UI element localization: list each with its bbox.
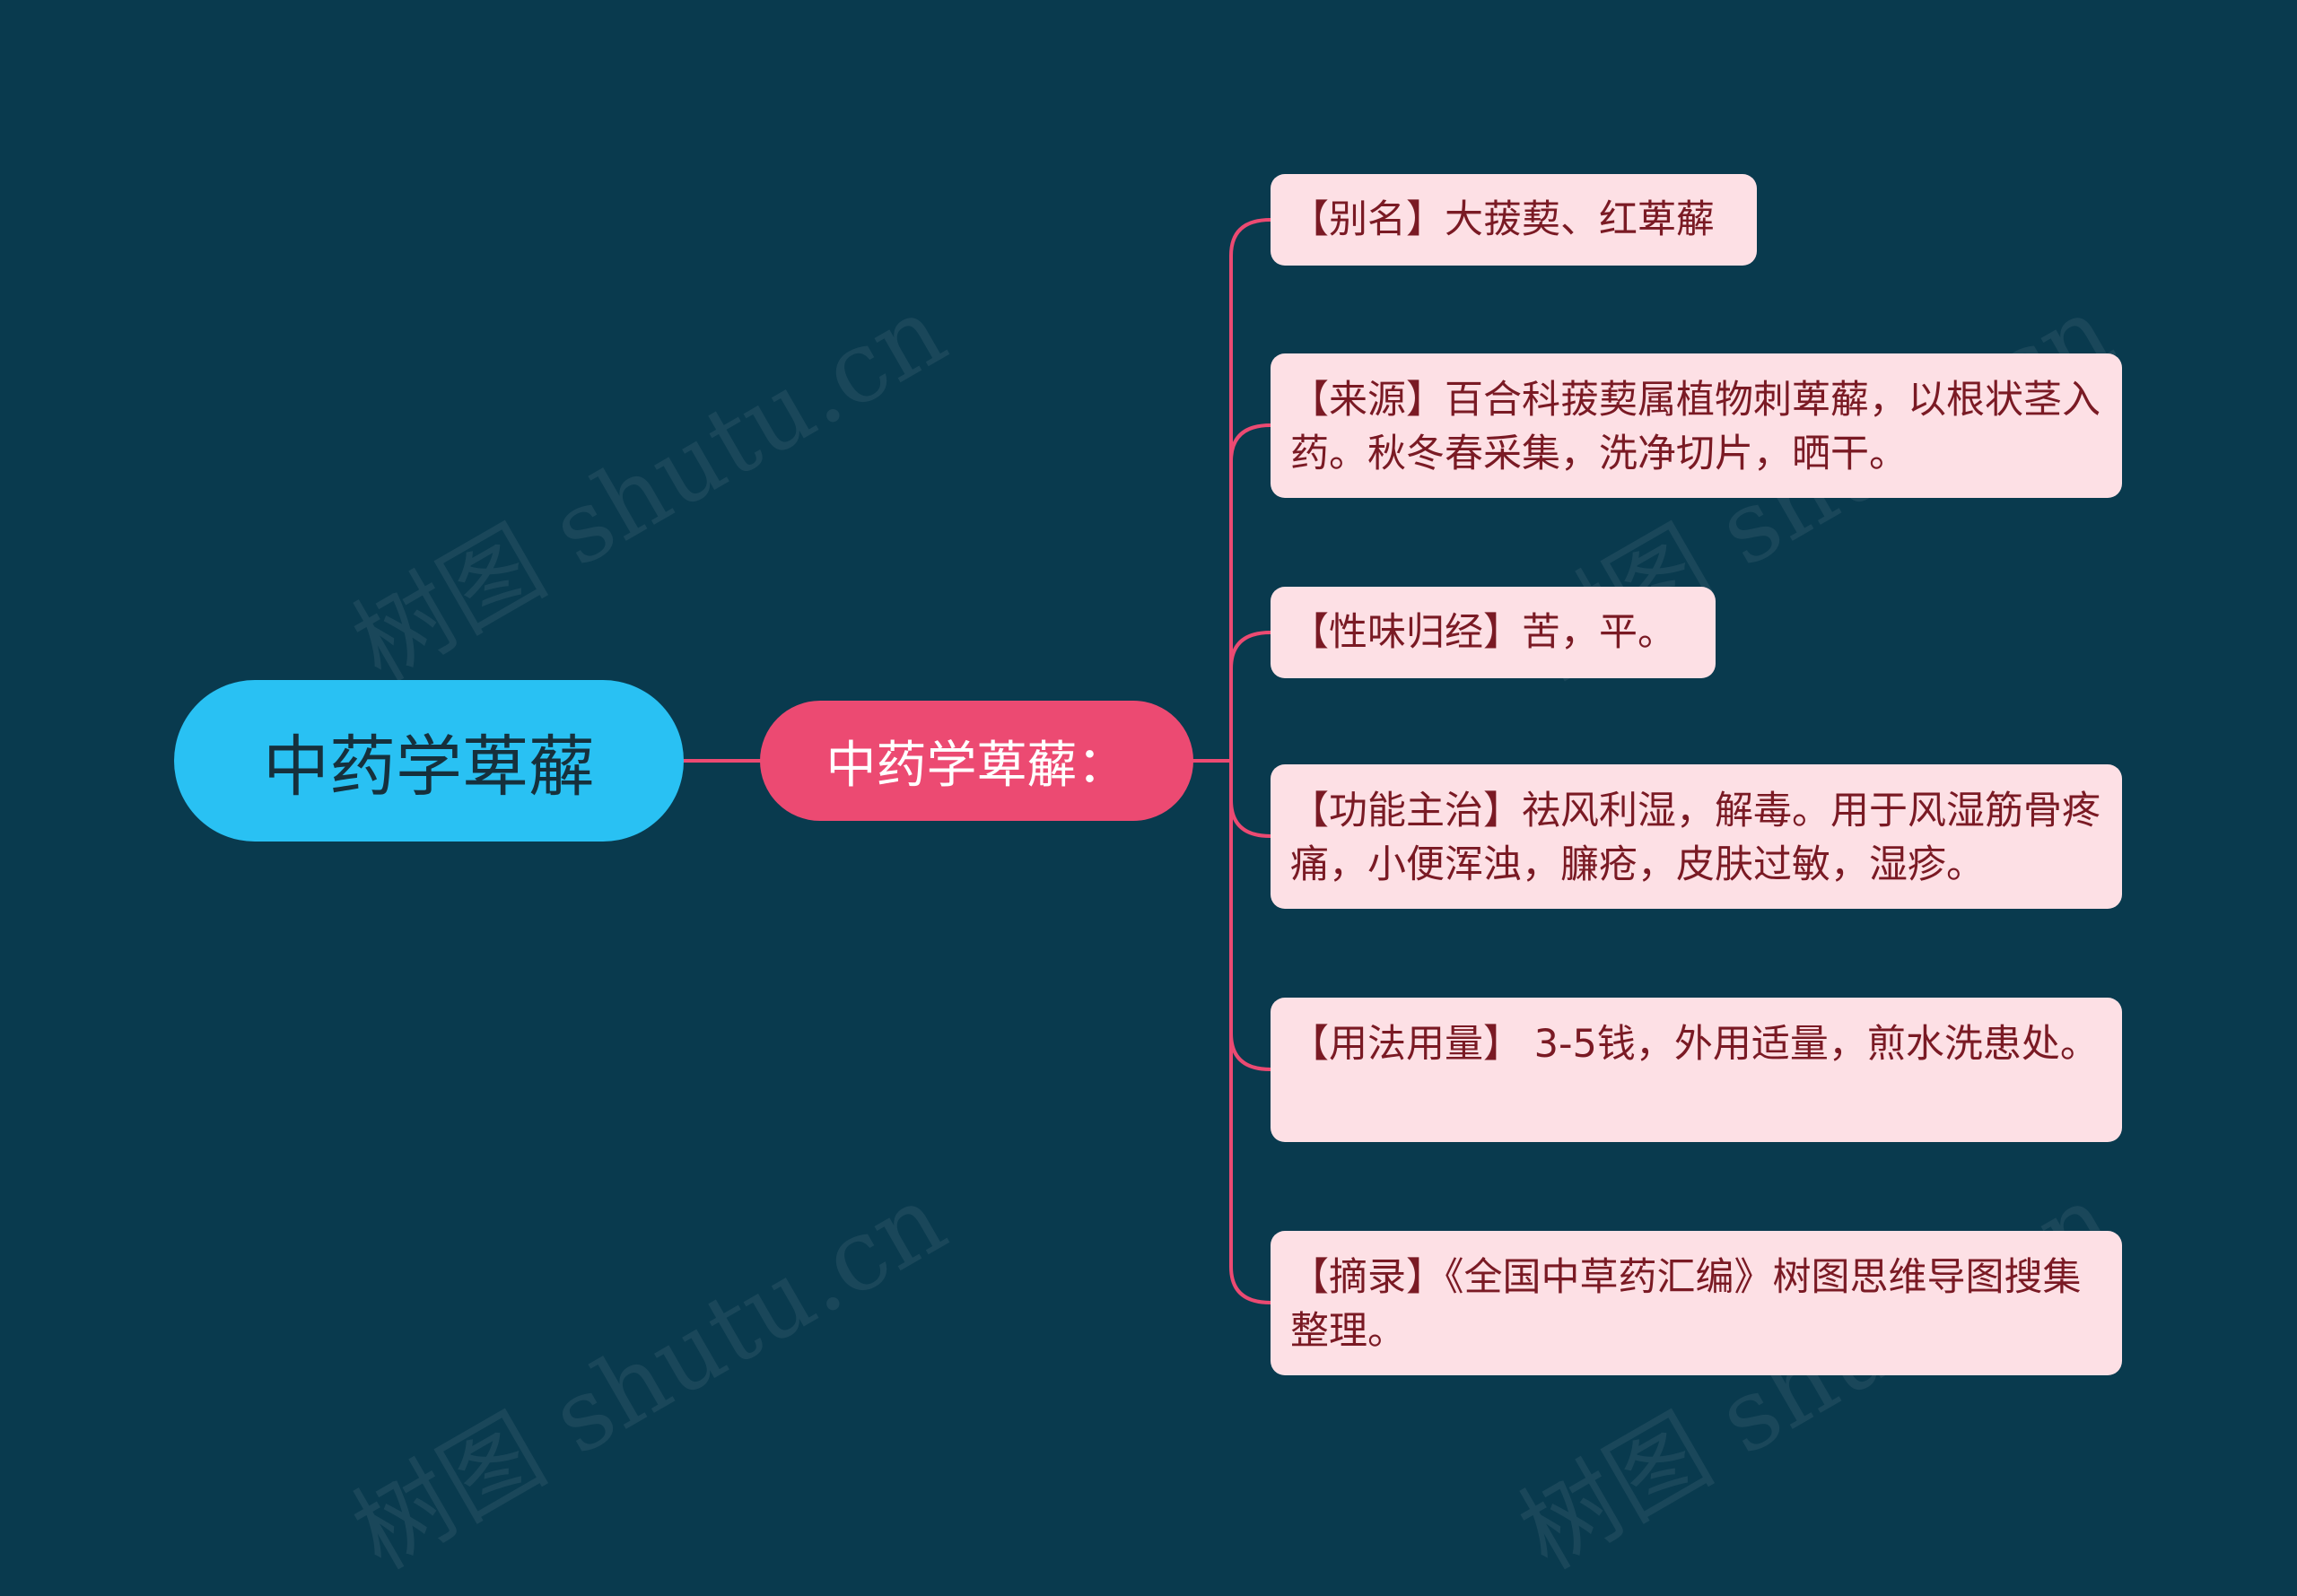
leaf-node-indications[interactable]: 【功能主治】祛风利湿，解毒。用于风湿筋骨疼痛，小便浑浊，臁疮，皮肤过敏，湿疹。 [1271,764,2122,909]
leaf-node-label: 【功能主治】祛风利湿，解毒。用于风湿筋骨疼痛，小便浑浊，臁疮，皮肤过敏，湿疹。 [1290,789,2100,887]
connector-lines [682,218,1272,1304]
leaf-node-source[interactable]: 【来源】百合科菝葜属植物刺萆薢，以根状茎入药。秋冬春采集，洗净切片，晒干。 [1271,353,2122,498]
leaf-connector-5 [1229,759,1272,1071]
root-node[interactable]: 中药学萆薢 [174,680,684,842]
leaf-node-label: 【别名】大菝葜、红萆薢 [1290,197,1715,242]
leaf-node-alias[interactable]: 【别名】大菝葜、红萆薢 [1271,174,1757,266]
branch-node-label: 中药学萆薢： [825,736,1128,795]
leaf-node-label: 【性味归经】苦，平。 [1290,610,1676,655]
leaf-node-label: 【用法用量】 3-5钱，外用适量，煎水洗患处。 [1290,1022,2099,1067]
leaf-node-label: 【来源】百合科菝葜属植物刺萆薢，以根状茎入药。秋冬春采集，洗净切片，晒干。 [1290,378,2100,476]
leaf-connector-4 [1229,759,1272,838]
leaf-node-dosage[interactable]: 【用法用量】 3-5钱，外用适量，煎水洗患处。 [1271,998,2122,1142]
leaf-connector-6 [1229,759,1272,1304]
leaf-node-nature-taste[interactable]: 【性味归经】苦，平。 [1271,587,1716,678]
root-node-label: 中药学萆薢 [263,728,595,806]
leaf-node-excerpt[interactable]: 【摘录】《全国中草药汇编》树图思维导图搜集整理。 [1271,1231,2122,1375]
branch-node[interactable]: 中药学萆薢： [760,701,1193,821]
leaf-node-label: 【摘录】《全国中草药汇编》树图思维导图搜集整理。 [1290,1255,2082,1354]
leaf-connector-2 [1229,423,1272,763]
leaf-connector-1 [1229,218,1272,763]
leaf-connector-3 [1229,631,1272,763]
